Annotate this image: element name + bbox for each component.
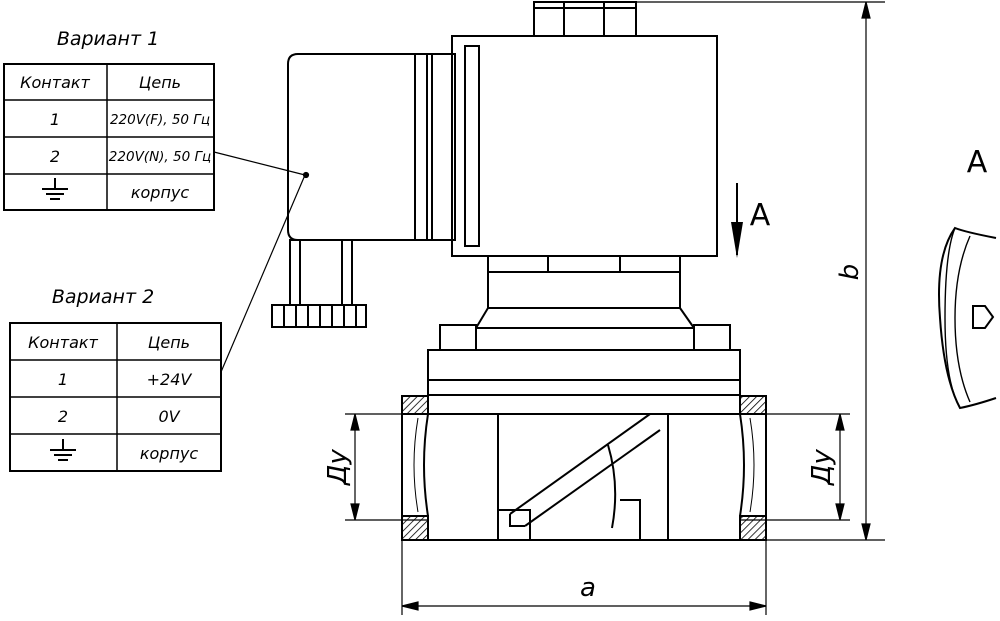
variant2-header-contact: Контакт [28, 333, 98, 352]
variant1-row3-circuit: корпус [131, 183, 190, 202]
variant2-header-circuit: Цепь [148, 333, 190, 352]
variant2-row1-circuit: +24V [147, 370, 193, 389]
variant1-header-circuit: Цепь [139, 73, 181, 92]
variant1-row1-circuit: 220V(F), 50 Гц [110, 112, 210, 128]
bonnet-flange [427, 349, 741, 396]
variant2-row1-contact: 1 [58, 370, 68, 389]
variant1-title: Вариант 1 [57, 28, 159, 50]
view-arrow-label: A [750, 198, 771, 233]
dimension-du-left-label: Ду [323, 449, 353, 486]
variant1-header-contact: Контакт [20, 73, 90, 92]
dimension-du-right-label: Ду [807, 449, 837, 486]
leader-lines [213, 151, 310, 373]
ground-symbol-icon [42, 178, 68, 200]
variant1-row2-contact: 2 [50, 147, 60, 166]
variant2-row3-circuit: корпус [140, 444, 199, 463]
dimension-du-left [345, 413, 428, 521]
view-arrow: A [731, 183, 771, 258]
dimension-du-right [740, 413, 850, 521]
dimension-a-label: a [580, 573, 596, 603]
variant2-row2-contact: 2 [58, 407, 68, 426]
view-a-title: A [967, 145, 988, 180]
variant2-title: Вариант 2 [52, 286, 154, 308]
dimension-b [636, 1, 885, 541]
variant2-table: Вариант 2 Контакт Цепь 1 +24V 2 0V корпу… [9, 286, 222, 472]
ground-symbol-icon [50, 439, 76, 461]
variant1-row2-circuit: 220V(N), 50 Гц [109, 149, 211, 165]
magnet-housing [439, 1, 731, 351]
valve-body [401, 395, 767, 541]
dimension-b-label: b [835, 264, 865, 281]
variant1-row1-contact: 1 [50, 110, 60, 129]
variant1-table: Вариант 1 Контакт Цепь 1 220V(F), 50 Гц … [3, 28, 215, 211]
coil-connector [271, 45, 480, 328]
view-a-detail: A [938, 145, 997, 410]
variant2-row2-circuit: 0V [158, 407, 180, 426]
dimension-a [401, 540, 767, 615]
